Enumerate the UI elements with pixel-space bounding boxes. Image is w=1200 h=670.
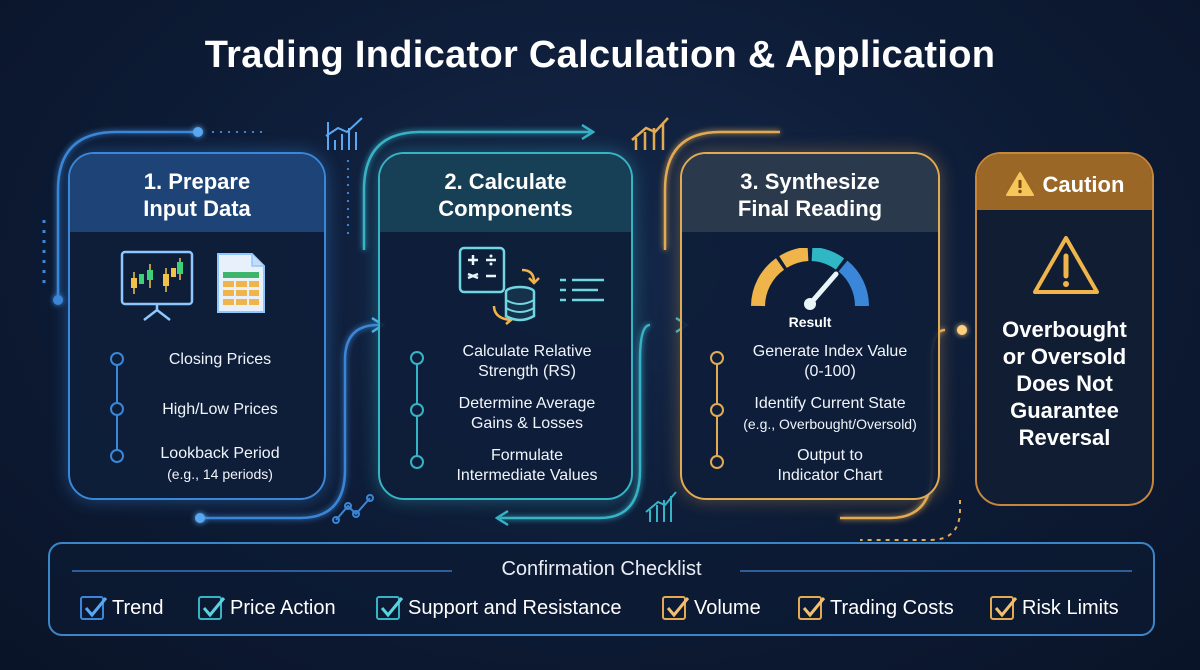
warning-icon [1005,172,1034,196]
page-title: Trading Indicator Calculation & Applicat… [204,34,996,76]
checkbox-checked-icon[interactable] [198,596,226,620]
warning-icon [1033,236,1099,294]
caution-card: Caution Overbought or Oversold Does Not … [975,152,1154,506]
checklist-item-trading-costs[interactable]: Trading Costs [798,593,954,623]
checklist-item-volume[interactable]: Volume [662,593,761,623]
list-icon [560,278,604,302]
result-label: Result [788,314,832,330]
gauge-icon [751,248,869,310]
spreadsheet-icon [217,253,265,313]
checkbox-checked-icon[interactable] [798,596,826,620]
checklist-title: Confirmation Checklist [501,558,702,580]
caution-message: Overbought or Oversold Does Not Guarante… [1002,317,1127,450]
candlestick-chart-icon [120,250,194,321]
checkbox-checked-icon[interactable] [376,596,404,620]
checkbox-checked-icon[interactable] [80,596,108,620]
database-icon [492,268,540,325]
checklist-item-support-resistance[interactable]: Support and Resistance [376,593,621,623]
caution-heading: Caution [977,154,1152,210]
checkbox-checked-icon[interactable] [662,596,690,620]
confirmation-checklist: Confirmation Checklist Trend Price Actio… [48,542,1155,636]
checklist-item-trend[interactable]: Trend [80,593,164,623]
checkbox-checked-icon[interactable] [990,596,1018,620]
calculator-icon [458,246,506,294]
checklist-item-risk-limits[interactable]: Risk Limits [990,593,1119,623]
checklist-item-price-action[interactable]: Price Action [198,593,336,623]
